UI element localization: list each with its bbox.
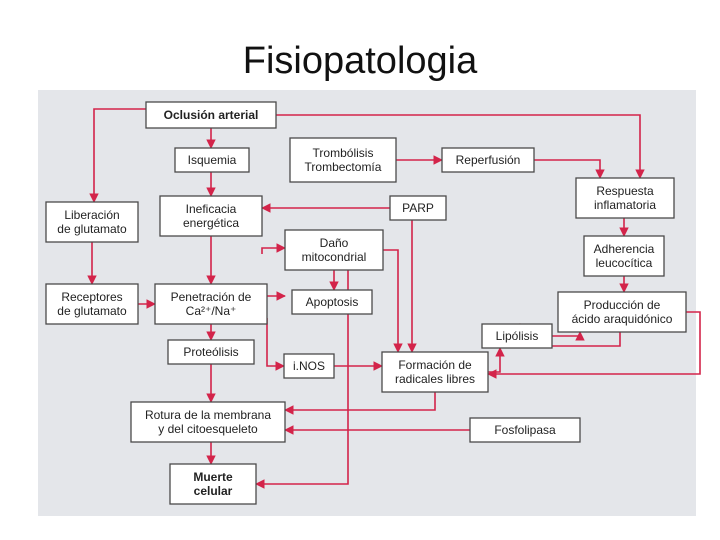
flow-arrow bbox=[261, 243, 286, 254]
node-box bbox=[583, 235, 665, 277]
node-box bbox=[575, 177, 675, 219]
node-label: Reperfusión bbox=[456, 153, 521, 167]
node-box bbox=[45, 201, 139, 243]
node-label: Penetración de bbox=[171, 290, 252, 304]
flow-arrow bbox=[534, 159, 605, 179]
node-label: Ineficacia bbox=[186, 202, 237, 216]
node-box bbox=[284, 229, 384, 271]
node-label: Trombólisis bbox=[313, 146, 374, 160]
node-label: Muerte bbox=[193, 470, 233, 484]
node-label: Trombectomía bbox=[305, 160, 382, 174]
node-label: ácido araquidónico bbox=[572, 312, 673, 326]
node-inos: i.NOS bbox=[283, 353, 335, 379]
node-label: Proteólisis bbox=[183, 345, 238, 359]
node-label: Apoptosis bbox=[306, 295, 359, 309]
node-fosfolipasa: Fosfolipasa bbox=[469, 417, 581, 443]
node-label: energética bbox=[183, 216, 239, 230]
node-label: Receptores bbox=[61, 290, 122, 304]
flow-arrow bbox=[488, 347, 505, 373]
node-box bbox=[167, 339, 255, 365]
node-label: de glutamato bbox=[57, 222, 127, 236]
node-box bbox=[291, 289, 373, 315]
node-box bbox=[130, 401, 286, 443]
node-label: celular bbox=[194, 484, 233, 498]
node-box bbox=[154, 283, 268, 325]
node-label: radicales libres bbox=[395, 372, 475, 386]
node-label: mitocondrial bbox=[302, 250, 367, 264]
node-label: de glutamato bbox=[57, 304, 127, 318]
node-label: Adherencia bbox=[594, 242, 655, 256]
flow-arrow bbox=[383, 249, 403, 353]
node-reperfusion: Reperfusión bbox=[441, 147, 535, 173]
node-box bbox=[289, 137, 397, 183]
node-apoptosis: Apoptosis bbox=[291, 289, 373, 315]
node-box bbox=[174, 147, 250, 173]
node-label: Formación de bbox=[398, 358, 472, 372]
arrows-layer bbox=[87, 108, 701, 489]
node-label: Daño bbox=[320, 236, 349, 250]
slide-title: Fisiopatologia bbox=[242, 40, 478, 82]
node-label: Fosfolipasa bbox=[494, 423, 556, 437]
node-label: inflamatoria bbox=[594, 198, 656, 212]
node-label: leucocítica bbox=[596, 256, 653, 270]
flow-arrow bbox=[89, 108, 146, 203]
node-box bbox=[145, 101, 277, 129]
node-box bbox=[389, 195, 447, 221]
flow-arrow bbox=[276, 114, 645, 179]
node-label: Rotura de la membrana bbox=[145, 408, 271, 422]
node-box bbox=[557, 291, 687, 333]
node-box bbox=[283, 353, 335, 379]
node-label: Oclusión arterial bbox=[164, 108, 259, 122]
node-label: Ca²⁺/Na⁺ bbox=[186, 304, 237, 318]
node-box bbox=[469, 417, 581, 443]
node-box bbox=[45, 283, 139, 325]
node-box bbox=[169, 463, 257, 505]
flow-arrow bbox=[266, 318, 285, 371]
node-label: PARP bbox=[402, 201, 434, 215]
node-oclusion: Oclusión arterial bbox=[145, 101, 277, 129]
flow-arrow bbox=[255, 270, 349, 489]
flow-arrow bbox=[284, 392, 436, 415]
node-isquemia: Isquemia bbox=[174, 147, 250, 173]
node-parp: PARP bbox=[389, 195, 447, 221]
node-lipolisis: Lipólisis bbox=[481, 323, 553, 349]
node-label: Isquemia bbox=[188, 153, 237, 167]
node-box bbox=[481, 323, 553, 349]
flow-arrow bbox=[552, 331, 585, 341]
node-box bbox=[441, 147, 535, 173]
node-box bbox=[381, 351, 489, 393]
node-label: Lipólisis bbox=[496, 329, 539, 343]
node-label: i.NOS bbox=[293, 359, 325, 373]
node-label: Respuesta bbox=[596, 184, 654, 198]
node-label: y del citoesqueleto bbox=[158, 422, 258, 436]
node-proteolisis: Proteólisis bbox=[167, 339, 255, 365]
flow-arrow bbox=[487, 311, 701, 379]
node-box bbox=[159, 195, 263, 237]
node-label: Liberación bbox=[64, 208, 119, 222]
node-label: Producción de bbox=[584, 298, 661, 312]
